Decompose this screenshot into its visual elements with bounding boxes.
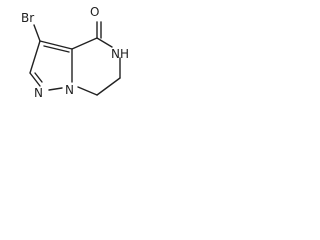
bond-c2-n1-inner xyxy=(34,72,43,83)
structure-diagram: Br O NH N N xyxy=(21,5,129,100)
bond-c6-c7 xyxy=(96,77,121,96)
bond-c7-n7a xyxy=(77,86,98,96)
bond-c3-c2 xyxy=(29,40,41,74)
atom-label-o: O xyxy=(90,5,99,19)
bond-n1-n7a xyxy=(48,87,63,91)
bond-c3-c3a xyxy=(39,40,73,50)
bond-c3-c3a-inner xyxy=(43,45,70,53)
bond-c3-br xyxy=(33,24,41,42)
atom-label-br: Br xyxy=(21,11,34,25)
atom-label-n1: N xyxy=(34,86,43,100)
bond-c2-n1 xyxy=(29,72,41,87)
bond-c3a-c4 xyxy=(71,37,98,50)
bond-c4-n5 xyxy=(96,37,113,48)
atom-label-n2: N xyxy=(65,83,74,97)
atom-label-nh: NH xyxy=(111,47,129,61)
